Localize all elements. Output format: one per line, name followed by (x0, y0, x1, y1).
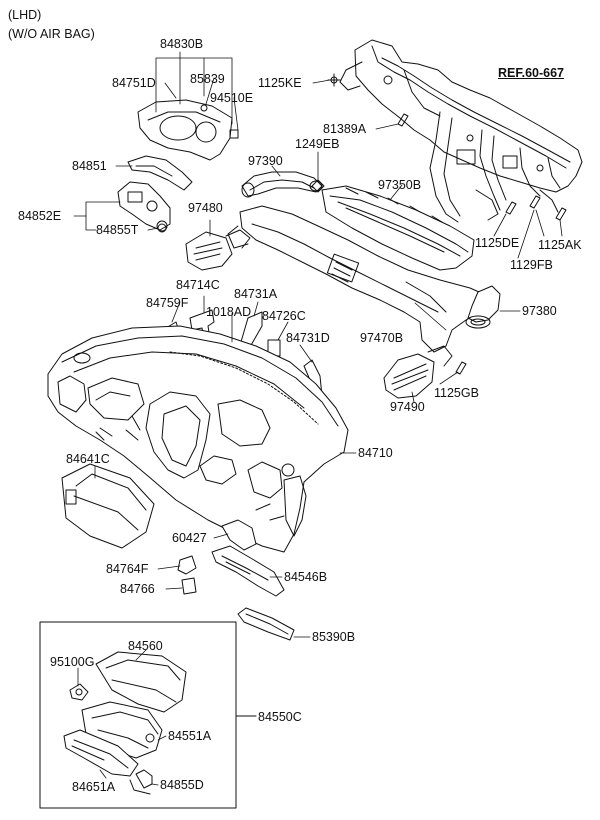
cluster-lower-cover (127, 155, 193, 191)
part-label-1125DE: 1125DE (475, 236, 520, 250)
cluster-fascia (137, 99, 239, 161)
part-label-97380: 97380 (522, 304, 557, 318)
part-label-84759F: 84759F (146, 296, 189, 310)
trim-rail (237, 607, 295, 641)
part-label-84830B: 84830B (160, 37, 204, 51)
crash-pad-frame (339, 39, 583, 223)
part-label-60427: 60427 (172, 531, 207, 545)
glove-box-latch (129, 769, 153, 795)
glove-box-housing (95, 651, 187, 713)
part-label-84764F: 84764F (106, 562, 149, 576)
glove-box-damper (69, 683, 89, 701)
side-vent-left (185, 229, 251, 271)
header-line-1: (LHD) (8, 8, 42, 22)
part-label-84550C: 84550C (258, 710, 302, 724)
part-label-97350B: 97350B (378, 178, 422, 192)
part-label-97470B: 97470B (360, 331, 404, 345)
part-label-84651A: 84651A (72, 780, 116, 794)
part-label-85390B: 85390B (312, 630, 356, 644)
part-label-84560: 84560 (128, 639, 163, 653)
part-label-84855T: 84855T (96, 223, 139, 237)
part-label-84714C: 84714C (176, 278, 220, 292)
part-label-84751D: 84751D (112, 76, 156, 90)
glove-box-cover (63, 729, 139, 777)
main-air-duct (227, 205, 489, 353)
part-label-84726C: 84726C (262, 309, 306, 323)
lower-brackets (177, 519, 285, 597)
part-label-84766: 84766 (120, 582, 155, 596)
reference-label: REF.60-667 (498, 66, 565, 80)
part-label-1125GB: 1125GB (434, 386, 479, 400)
part-label-1125AK: 1125AK (538, 238, 582, 252)
part-label-97480: 97480 (188, 201, 223, 215)
side-duct (241, 171, 323, 198)
center-lower-panel (117, 181, 171, 232)
header-line-2: (W/O AIR BAG) (8, 27, 95, 41)
part-label-84710: 84710 (358, 446, 393, 460)
part-label-97490: 97490 (390, 400, 425, 414)
part-label-1129FB: 1129FB (510, 258, 553, 272)
part-label-94510E: 94510E (210, 91, 254, 105)
glove-box-assy-frame (39, 621, 257, 809)
part-label-84551A: 84551A (168, 729, 212, 743)
part-label-84641C: 84641C (66, 452, 110, 466)
part-label-84731D: 84731D (286, 331, 330, 345)
end-duct (465, 285, 501, 329)
leader-lines (73, 51, 563, 786)
part-label-1125KE: 1125KE (258, 76, 302, 90)
part-label-85839: 85839 (190, 72, 225, 86)
part-label-84852E: 84852E (18, 209, 62, 223)
part-label-97390: 97390 (248, 154, 283, 168)
part-label-84731A: 84731A (234, 287, 278, 301)
part-label-95100G: 95100G (50, 655, 95, 669)
part-label-84855D: 84855D (160, 778, 204, 792)
part-label-84546B: 84546B (284, 570, 328, 584)
side-vent-right (383, 345, 453, 399)
part-label-1018AD: 1018AD (206, 305, 252, 319)
defroster-nozzle (321, 185, 475, 271)
crash-pad (47, 325, 349, 553)
part-label-1249EB: 1249EB (295, 137, 340, 151)
part-label-84851: 84851 (72, 159, 107, 173)
glove-box (61, 463, 155, 549)
part-label-81389A: 81389A (323, 122, 367, 136)
